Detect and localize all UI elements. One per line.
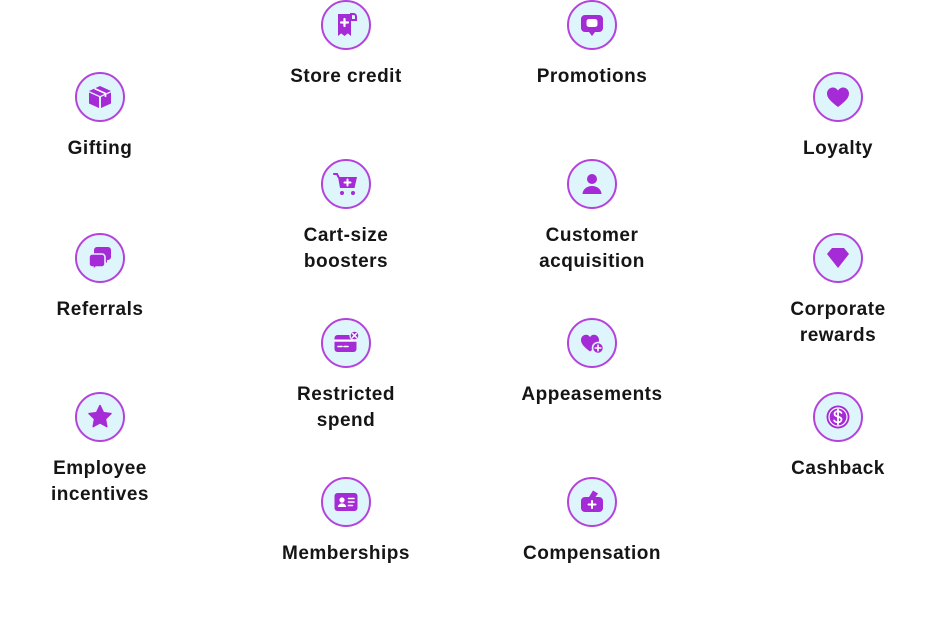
employee-incentives-icon-circle [75, 392, 125, 442]
gem-icon [827, 248, 849, 268]
customer-acquisition-icon-circle [567, 159, 617, 209]
referrals-icon-circle [75, 233, 125, 283]
store-credit-icon-circle [321, 0, 371, 50]
loyalty-label: Loyalty [802, 138, 874, 159]
tile-loyalty: Loyalty [748, 72, 928, 162]
id-card-icon [334, 493, 358, 511]
corporate-rewards-icon-circle [813, 233, 863, 283]
tile-referrals: Referrals [10, 233, 190, 323]
employee-incentives-label: Employee incentives [51, 458, 149, 505]
chat-bubbles-icon [88, 247, 111, 272]
customer-acquisition-label: Customer acquisition [539, 225, 645, 272]
heart-icon [827, 87, 849, 107]
tile-cashback: Cashback [748, 392, 928, 482]
tile-promotions: Promotions [502, 0, 682, 90]
store-credit-label: Store credit [290, 66, 402, 87]
person-icon [582, 174, 602, 194]
appeasements-icon-circle [567, 318, 617, 368]
heart-plus-icon [581, 334, 605, 355]
cart-size-icon-circle [321, 159, 371, 209]
tile-cart-size-boosters: Cart-size boosters [256, 159, 436, 275]
corporate-rewards-label: Corporate rewards [790, 299, 886, 346]
cashback-label: Cashback [791, 458, 885, 479]
star-icon [88, 404, 112, 428]
memberships-label: Memberships [282, 543, 410, 564]
tile-memberships: Memberships [256, 477, 436, 567]
tile-restricted-spend: Restricted spend [256, 318, 436, 434]
tile-employee-incentives: Employee incentives [10, 392, 190, 508]
wallet-plus-icon [581, 490, 603, 512]
compensation-icon-circle [567, 477, 617, 527]
compensation-label: Compensation [523, 543, 661, 564]
cart-plus-icon [333, 173, 357, 195]
gifting-icon-circle [75, 72, 125, 122]
referrals-label: Referrals [56, 299, 144, 320]
tile-gifting: Gifting [10, 72, 190, 162]
gift-box-icon [89, 86, 111, 108]
tile-customer-acquisition: Customer acquisition [502, 159, 682, 275]
tile-appeasements: Appeasements [502, 318, 682, 408]
memberships-icon-circle [321, 477, 371, 527]
appeasements-label: Appeasements [521, 384, 663, 405]
loyalty-icon-circle [813, 72, 863, 122]
promotions-label: Promotions [536, 66, 648, 87]
restricted-spend-icon-circle [321, 318, 371, 368]
promotions-icon-circle [567, 0, 617, 50]
chat-bubble-icon [581, 15, 603, 36]
restricted-spend-label: Restricted spend [297, 384, 395, 431]
tile-corporate-rewards: Corporate rewards [748, 233, 928, 349]
cart-size-label: Cart-size boosters [303, 225, 389, 272]
receipt-plus-icon [338, 13, 357, 36]
tile-compensation: Compensation [502, 477, 682, 567]
tile-store-credit: Store credit [256, 0, 436, 90]
cashback-icon-circle [813, 392, 863, 442]
gifting-label: Gifting [67, 138, 133, 159]
card-blocked-icon [334, 330, 360, 352]
dollar-icon [826, 405, 850, 429]
